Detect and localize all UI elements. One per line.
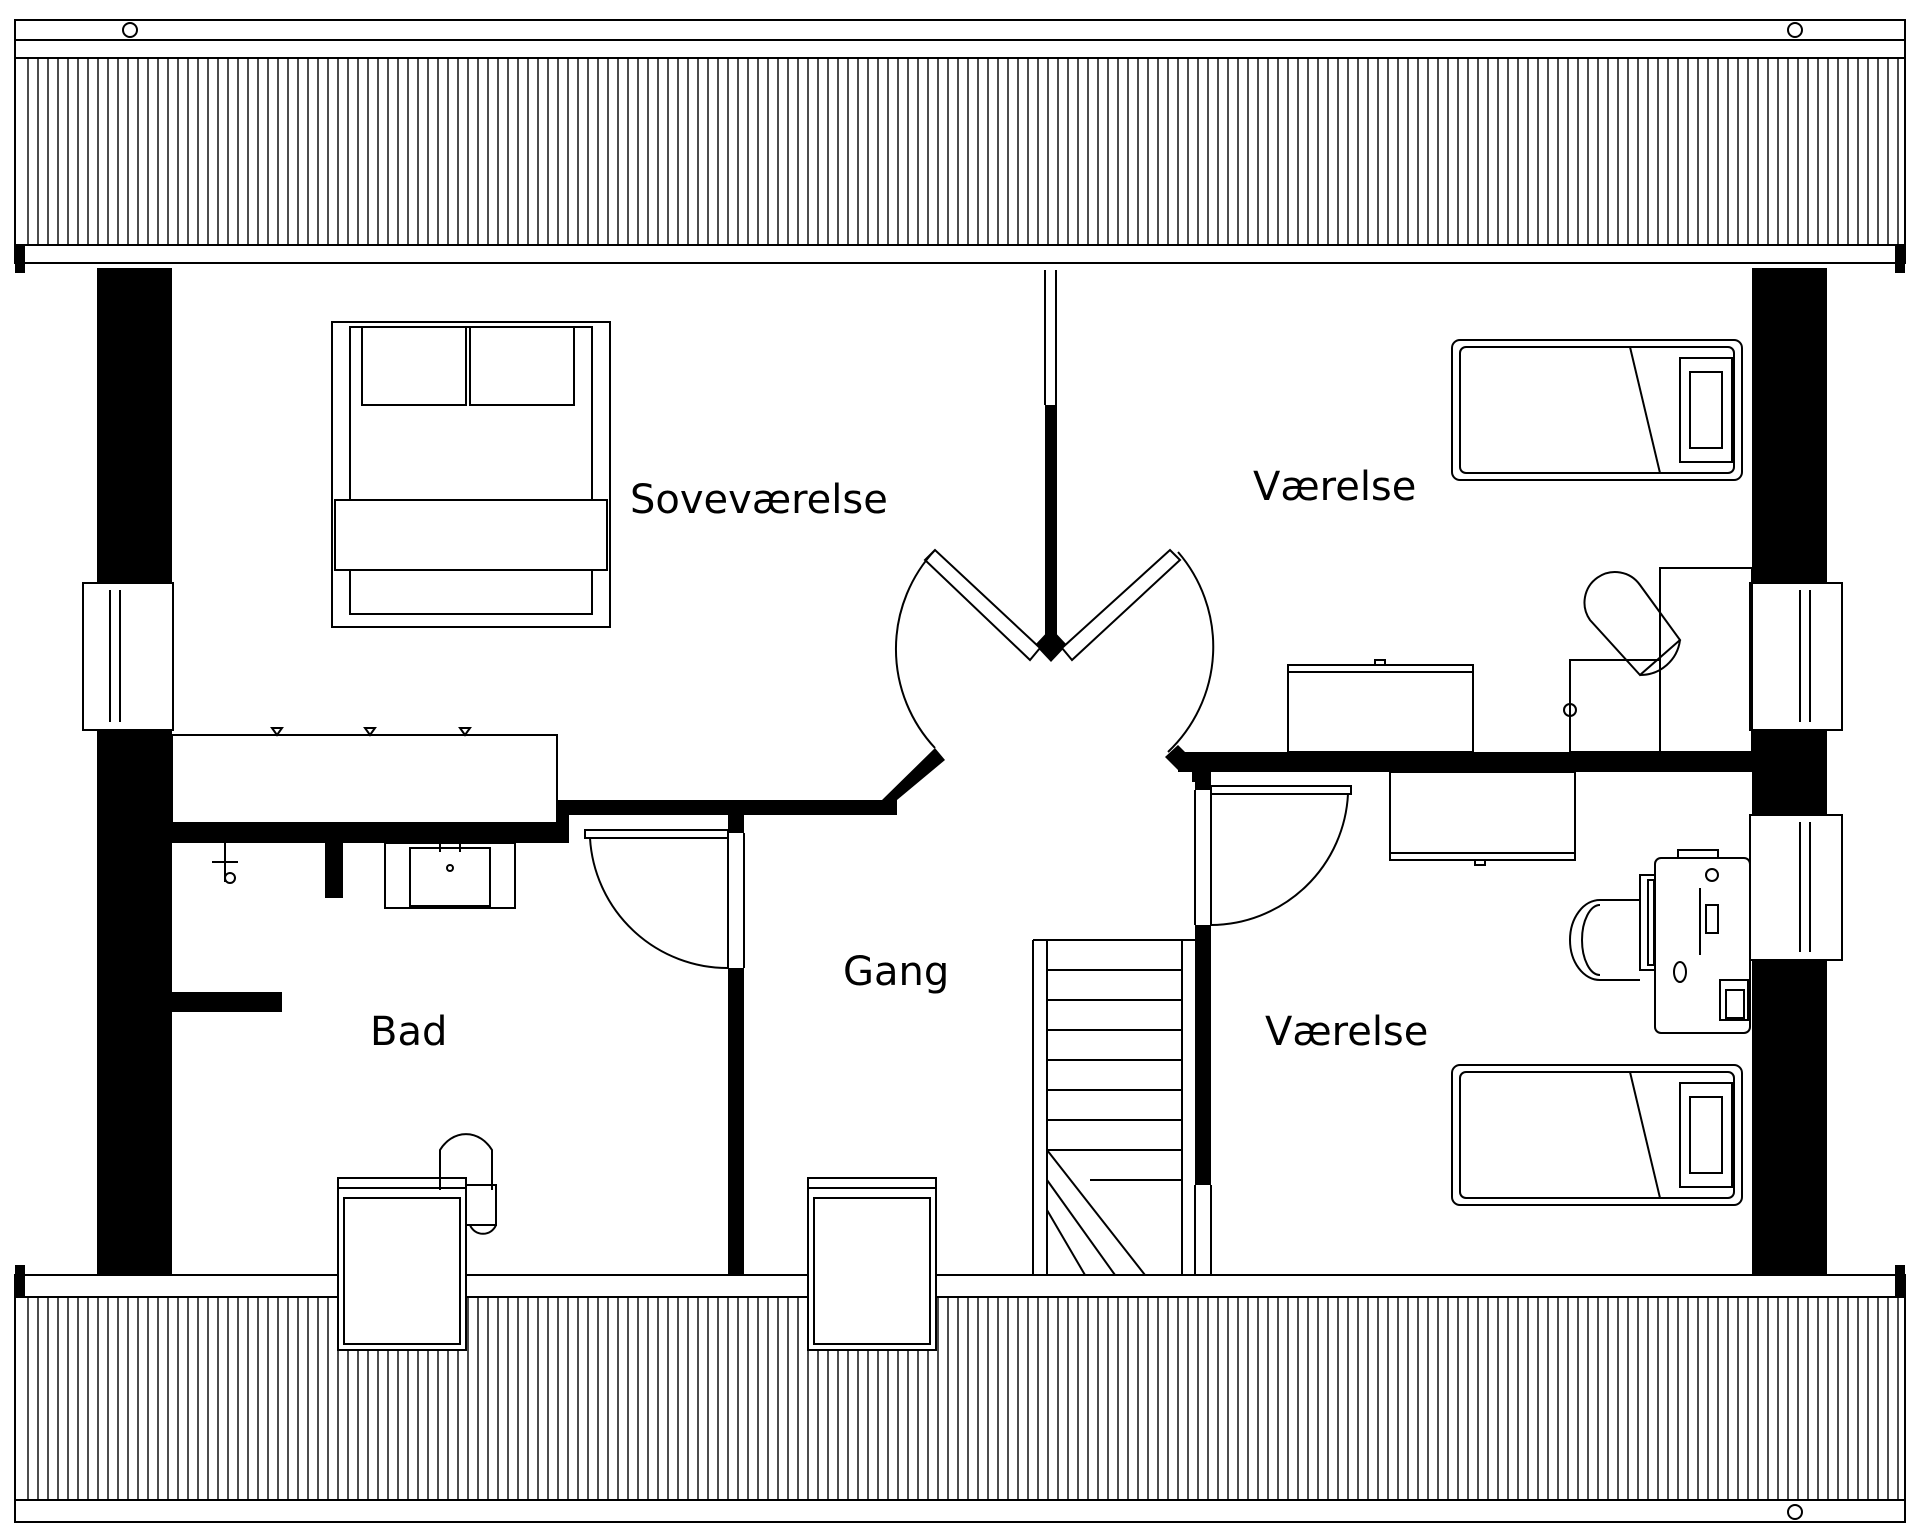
monitor — [1639, 874, 1656, 971]
label-gang: Gang — [843, 949, 949, 995]
desk-top-right — [1563, 567, 1753, 753]
door-room-bottom-right — [1210, 785, 1352, 926]
roof-edge-top — [14, 244, 1906, 264]
gable-wall-right — [1749, 268, 1843, 1275]
office-chair-bottom — [1569, 899, 1640, 981]
label-værelse-bottom: Værelse — [1265, 1009, 1428, 1055]
chest-top-right — [1287, 659, 1474, 753]
roof-top — [14, 19, 1906, 273]
interior-walls — [172, 270, 1752, 1275]
single-bed-top — [1451, 339, 1743, 481]
washbasin — [384, 842, 516, 909]
staircase — [1032, 939, 1195, 1276]
label-værelse-top: Værelse — [1253, 464, 1416, 510]
door-room-top-right — [1060, 548, 1215, 753]
roof-bottom — [14, 1265, 1906, 1523]
skylight-left — [337, 1177, 467, 1351]
toilet — [439, 1133, 497, 1235]
door-bedroom — [894, 548, 1042, 749]
double-bed — [331, 321, 611, 628]
door-bathroom — [584, 829, 729, 970]
bathroom-cabinet — [171, 727, 558, 824]
office-chair-top — [1583, 571, 1682, 677]
single-bed-bottom — [1451, 1064, 1743, 1206]
gable-wall-left — [82, 268, 174, 1275]
shower-tap — [212, 843, 238, 884]
chest-bottom-right — [1389, 771, 1576, 866]
desk-bottom-right — [1654, 849, 1751, 1034]
label-bad: Bad — [370, 1009, 447, 1055]
label-soveværelse: Soveværelse — [630, 477, 888, 523]
skylight-center — [807, 1177, 937, 1351]
roof-edge-bottom — [14, 1274, 1906, 1298]
